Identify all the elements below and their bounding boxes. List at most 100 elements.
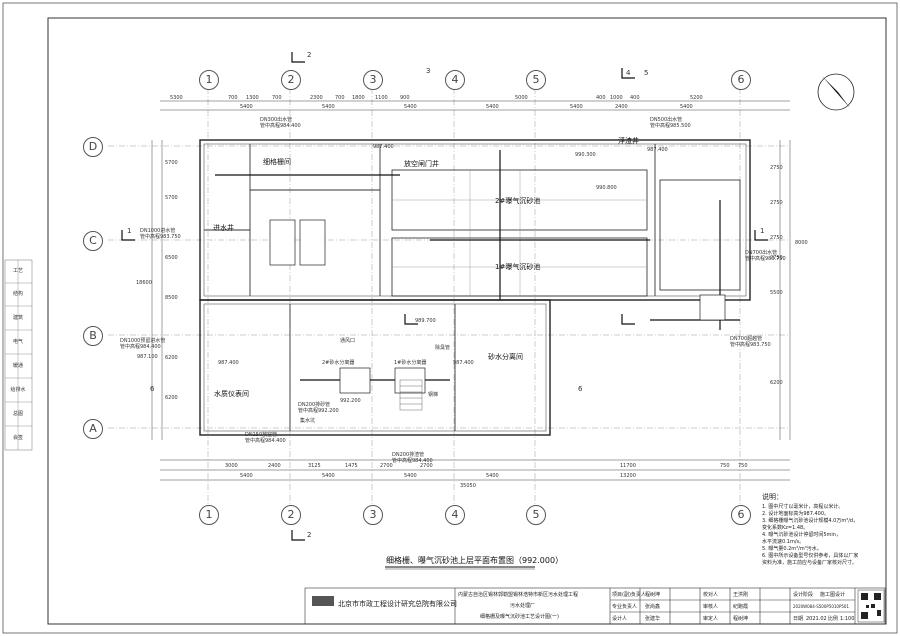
dim-top: 1000 [610,95,623,101]
note-item: 1. 图中尺寸以毫米计，高程以米计。 [762,504,844,510]
dim-bottom: 11700 [620,463,636,469]
label-pipe: DN300出水管 [260,117,293,123]
role-label: 审核人 [703,604,719,610]
label-elev-value: 989.700 [415,318,436,324]
grid-axis-1-top: 1 [199,70,219,90]
role-label: 校对人 [703,592,719,598]
grid-axis-2-bottom: 2 [281,505,301,525]
grid-axis-2-top: 2 [281,70,301,90]
dim-left: 8500 [165,295,178,301]
label-drain-pipe: DN150放空管 [245,432,278,438]
grid-axis-D: D [83,137,103,157]
sidebar-cell: 电气 [12,339,23,345]
role-label: 项目(副)负责人 [612,592,646,598]
dim-right: 2750 [770,235,783,241]
dim-top: 1100 [375,95,388,101]
label-reserve-pipe: DN1000预留进水管 [120,338,166,344]
dim-top: 400 [630,95,640,101]
note-item: 5. 曝气量0.2m³/m³污水。 [762,546,822,552]
section-mark-4: 4 [626,69,631,77]
note-item: 4. 曝气沉砂池设计停留时间5min， [762,532,841,538]
dim-bottom: 2700 [380,463,393,469]
dim-top2: 2400 [615,104,628,110]
room-exhaust-door: 放空闸门井 [404,160,439,168]
dim-bottom2: 5400 [486,473,499,479]
dim-right: 2750 [770,200,783,206]
subproject-name: 污水处理厂 [510,603,536,609]
note-item: 6. 图中所示设备型号仅供参考，具体以厂家 [762,553,859,559]
section-mark-5: 5 [644,69,649,77]
role-name: 张建华 [645,616,661,622]
note-item: 2. 设计地面标高为987.400。 [762,511,830,517]
section-mark-1-left: 1 [127,227,132,235]
grid-axis-3-bottom: 3 [363,505,383,525]
dim-bottom2: 5400 [404,473,417,479]
grid-axis-5-bottom: 5 [526,505,546,525]
sidebar-cell: 暖通 [12,363,23,369]
label-inlet-pipe: DN1000进水管 [140,228,176,234]
dim-left: 6200 [165,355,178,361]
dim-right: 2750 [770,255,783,261]
north-arrow-icon [817,73,855,111]
room-sand-separator: 砂水分离间 [488,353,523,361]
label-elev-value: 987.400 [218,360,239,366]
dim-bottom: 750 [720,463,730,469]
project-name: 内蒙古自治区锡林郭勒盟锡林浩特市新区污水处理工程 [458,592,579,598]
dim-left-total: 18600 [136,280,152,286]
role-name: 纪跑霞 [733,604,749,610]
section-mark-6-left: 6 [150,385,155,393]
note-item: 资料为准，施工前应与设备厂家核对尺寸。 [762,560,858,566]
date-label: 日期 [793,616,804,622]
drawing-number: 2020W084-S500P5010P501 [793,604,850,609]
dim-top: 1800 [352,95,365,101]
label-elev-value: 987.400 [453,360,474,366]
section-mark-2-bottom: 2 [307,531,312,539]
grid-axis-6-top: 6 [731,70,751,90]
dim-top: 700 [335,95,345,101]
grid-axis-3-top: 3 [363,70,383,90]
role-label: 审定人 [703,616,719,622]
label-vent: 通风口 [340,338,356,344]
role-label: 专业负责人 [612,604,638,610]
dim-bottom: 750 [738,463,748,469]
qr-code-icon [857,589,885,623]
dim-top: 5200 [690,95,703,101]
dim-left: 5700 [165,160,178,166]
role-name: 王洪刚 [733,592,749,598]
section-mark-6-right: 6 [578,385,583,393]
label-odor-pipe: 除臭管 [435,345,451,351]
note-item: 3. 细格栅曝气沉砂池设计规模4.0万m³/d， [762,518,859,524]
company-logo-icon [312,596,334,606]
dim-left: 6200 [165,395,178,401]
dim-right-total: 8000 [795,240,808,246]
grid-axis-C: C [83,231,103,251]
grid-axis-1-bottom: 1 [199,505,219,525]
room-fine-screen: 细格栅间 [263,158,291,166]
label-elev-value: 987.400 [373,144,394,150]
dim-top2: 5400 [486,104,499,110]
label-separator-1: 1#砂水分离器 [394,360,427,366]
role-name: 程树坤 [733,616,749,622]
dim-right: 2750 [770,165,783,171]
section-mark-2-top: 2 [307,51,312,59]
sidebar-cell: 结构 [12,291,23,297]
label-elev-value: 990.300 [575,152,596,158]
label-elev-value: 992.200 [340,398,361,404]
dim-top: 1300 [246,95,259,101]
dim-top: 5000 [515,95,528,101]
dim-right: 6200 [770,380,783,386]
grid-axis-A: A [83,419,103,439]
drawing-title: 细格栅、曝气沉砂池上层平面布置图（992.000） [386,556,564,565]
scale-label: 比例 [828,616,839,622]
dim-left: 5700 [165,195,178,201]
grid-axis-6-bottom: 6 [731,505,751,525]
date-value: 2021.02 [806,616,827,622]
dim-top2: 5400 [240,104,253,110]
grid-axis-4-top: 4 [445,70,465,90]
dim-top2: 5400 [680,104,693,110]
stage-value: 施工图设计 [820,592,846,598]
label-outlet-pipe: DN700出水管 [745,250,778,256]
room-grit-tank-2: 2#曝气沉砂池 [495,197,541,205]
scale-value: 1:100 [840,616,855,622]
dim-bottom2: 5400 [322,473,335,479]
